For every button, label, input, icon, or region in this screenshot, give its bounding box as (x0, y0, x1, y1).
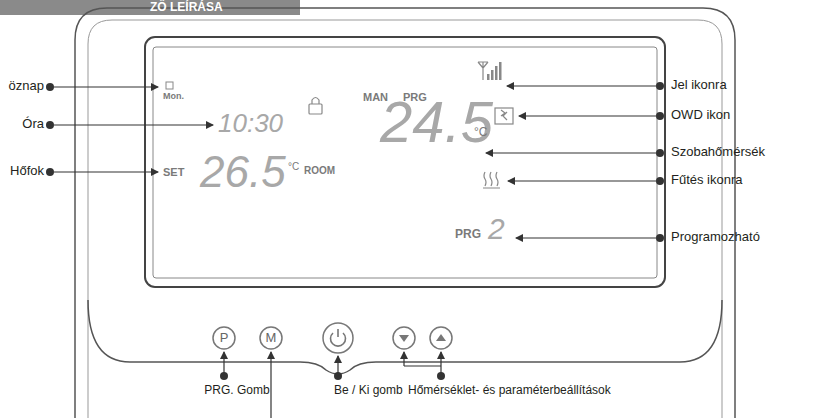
callout-label: Hőfok (10, 164, 44, 177)
lcd-set: SET (163, 167, 184, 178)
callout-label: OWD ikon (671, 108, 730, 121)
lcd-clock: 10:30 (218, 110, 283, 136)
lcd-room-temp: 24.5 (380, 93, 493, 151)
lcd-room: ROOM (304, 166, 335, 176)
callout-label: Fűtés ikonra (671, 173, 743, 186)
callout-label: Szobahőmérsék (671, 145, 765, 158)
lcd-prg: PRG (455, 228, 481, 240)
section-heading: ZŐ LEÍRÁSA (150, 1, 223, 13)
callout-label: Programozható (671, 230, 760, 243)
button-label: Hőmérséklet- és paraméterbeállítások (408, 384, 611, 396)
callout-label: Jel ikonra (671, 78, 727, 91)
button-letter: P (220, 331, 229, 344)
lcd-set-temp: 26.5 (200, 150, 286, 194)
lcd-unit: °C (474, 126, 487, 138)
callout-label: Óra (22, 117, 44, 130)
button-letter: M (266, 331, 277, 344)
button-label: PRG. Gomb (204, 384, 269, 396)
lcd-prg-number: 2 (488, 214, 505, 244)
button-label: Be / Ki gomb (334, 384, 403, 396)
callout-label: öznap (9, 79, 44, 92)
lcd-unit: °C (288, 162, 299, 172)
lcd-day: Mon. (163, 92, 184, 101)
